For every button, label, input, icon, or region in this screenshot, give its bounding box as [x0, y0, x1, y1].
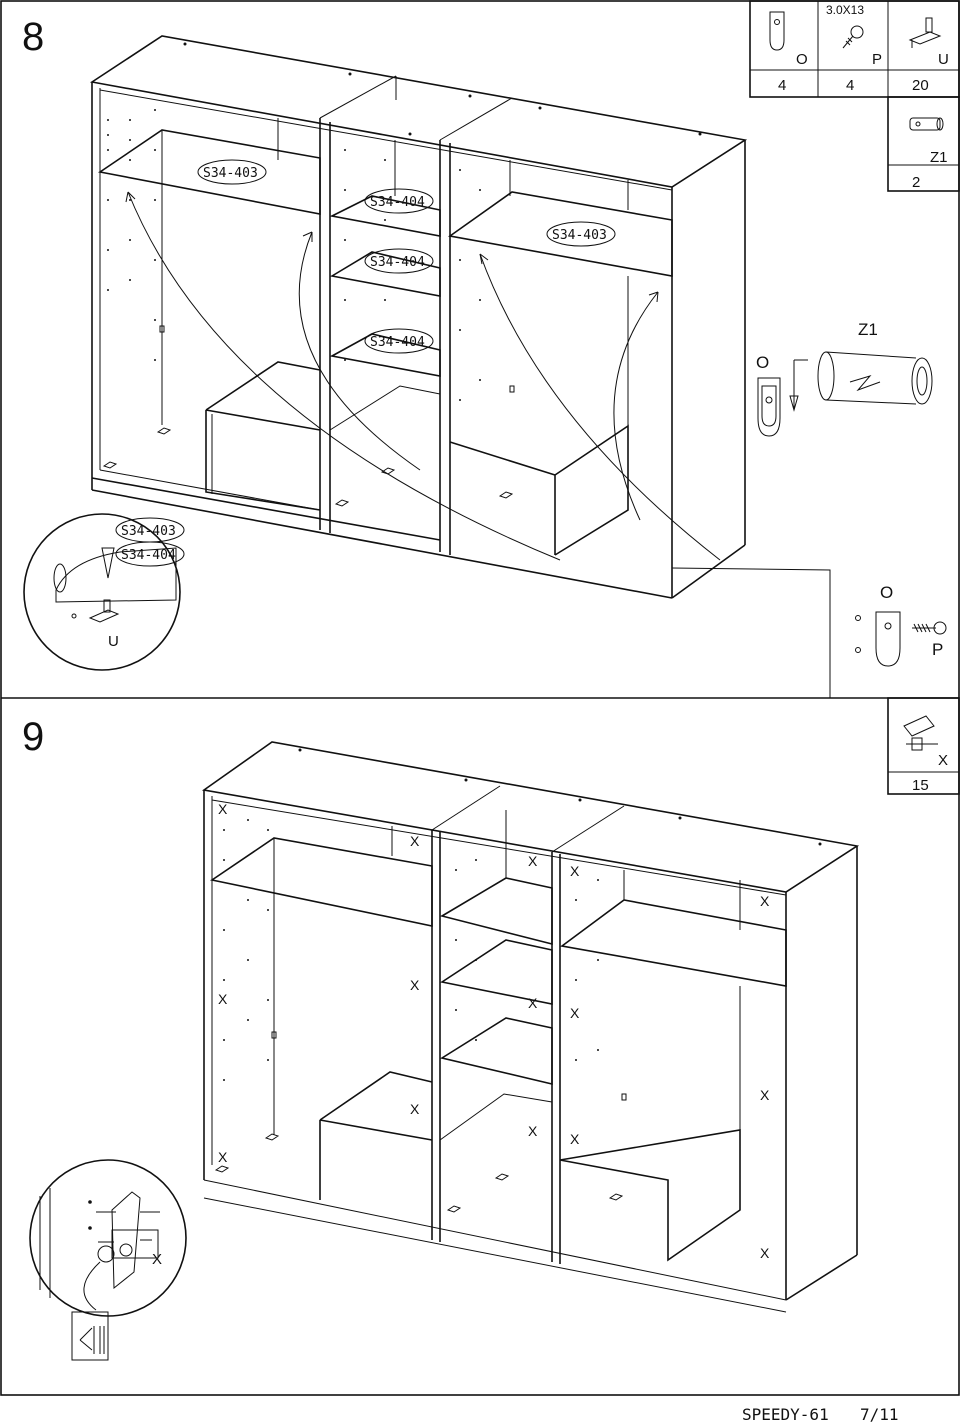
shelf-label-s34-404-top: S34-404 [364, 188, 434, 214]
part-U-letter: U [938, 51, 949, 68]
screw-icon [842, 25, 864, 49]
part-X-letter: X [938, 752, 948, 769]
svg-text:X: X [760, 1087, 770, 1103]
svg-text:S34-404: S34-404 [370, 255, 425, 270]
svg-text:X: X [218, 1149, 228, 1165]
part-O-qty: 4 [778, 77, 786, 94]
svg-text:S34-403: S34-403 [203, 166, 258, 181]
part-P-qty: 4 [846, 77, 854, 94]
bracket-screw-detail: O P [671, 567, 947, 698]
svg-text:X: X [570, 1005, 580, 1021]
part-P-letter: P [872, 51, 882, 68]
detail-p-label: P [932, 640, 943, 659]
part-X-qty: 15 [912, 777, 929, 794]
svg-text:X: X [410, 1101, 420, 1117]
hanger-bracket-icon [769, 11, 785, 51]
svg-text:X: X [218, 801, 228, 817]
rail-mount-detail: Z1 O [756, 320, 933, 437]
svg-text:X: X [218, 991, 228, 1007]
step8-z1-table: Z1 2 [887, 96, 960, 192]
detail-o-label: O [756, 353, 769, 372]
svg-text:S34-404: S34-404 [370, 195, 425, 210]
screw-detail-icon [912, 621, 947, 635]
detail-z1-label: Z1 [858, 320, 878, 339]
hanging-rail-icon [909, 117, 944, 131]
shelf-pin-detail: U [23, 513, 181, 671]
part-Z1-qty: 2 [912, 174, 920, 191]
detail-x-label: X [152, 1251, 162, 1268]
screwdriver-icon [79, 1326, 105, 1354]
shelf-code-callout: S34-403 S34-404 [115, 517, 185, 567]
step9-parts-table: X 15 [887, 697, 960, 795]
shelf-label-s34-403-left: S34-403 [197, 159, 267, 185]
svg-text:S34-404: S34-404 [121, 548, 176, 563]
shelf-pin-icon [908, 17, 942, 48]
shelf-label-s34-403-right: S34-403 [546, 221, 616, 247]
step8-cabinet-drawing [89, 35, 748, 599]
svg-text:X: X [760, 893, 770, 909]
bracket-icon [757, 377, 781, 437]
svg-text:S34-403: S34-403 [552, 228, 607, 243]
shelf-label-s34-404-mid: S34-404 [364, 248, 434, 274]
svg-text:X: X [570, 1131, 580, 1147]
rail-tube-icon [817, 351, 933, 405]
svg-text:X: X [410, 833, 420, 849]
step8-parts-table: O 4 3.0X13 P 4 U 20 [749, 0, 960, 98]
svg-text:X: X [528, 995, 538, 1011]
footer-model: SPEEDY-61 [742, 1405, 829, 1422]
step9-number: 9 [22, 715, 44, 759]
part-P-spec: 3.0X13 [826, 3, 864, 17]
part-U-qty: 20 [912, 77, 929, 94]
detail-o2-label: O [880, 583, 893, 602]
footer-page: 7/11 [860, 1405, 899, 1422]
svg-text:X: X [528, 853, 538, 869]
part-Z1-letter: Z1 [930, 149, 948, 166]
svg-text:X: X [760, 1245, 770, 1261]
svg-text:S34-403: S34-403 [121, 524, 176, 539]
svg-text:X: X [570, 863, 580, 879]
cam-connector-icon [903, 715, 938, 751]
step8-number: 8 [22, 15, 44, 59]
detail-u-label: U [108, 633, 119, 650]
step9-cabinet-drawing [201, 741, 860, 1313]
shelf-label-s34-404-low: S34-404 [364, 328, 434, 354]
pin-icon [88, 599, 120, 623]
svg-text:X: X [528, 1123, 538, 1139]
svg-text:S34-404: S34-404 [370, 335, 425, 350]
svg-text:X: X [410, 977, 420, 993]
cam-markers: X X X X X X X X X X X X X X X [218, 801, 770, 1261]
part-O-letter: O [796, 51, 808, 68]
placement-arrows [125, 191, 721, 561]
cam-detail: X [29, 1159, 187, 1361]
